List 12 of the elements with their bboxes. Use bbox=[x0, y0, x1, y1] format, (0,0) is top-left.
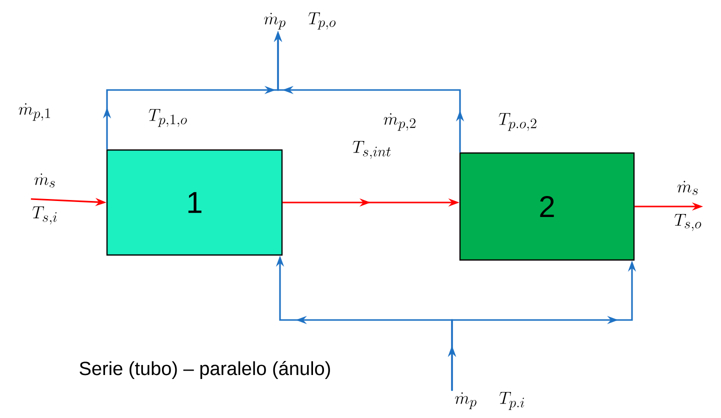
process-box: 1 bbox=[106, 149, 283, 256]
stream-label: $\dot{m}_{s}$ $T_{s,i}$ bbox=[32, 173, 57, 224]
flow-symbol: $\dot{m}_{p,1}$ bbox=[18, 103, 50, 121]
stream-label: $\dot{m}_{s}$ $T_{s,o}$ bbox=[674, 180, 702, 232]
stream-label: $\dot{m}_{p}$ $T_{p,o}$ bbox=[264, 12, 336, 30]
flow-symbol: $T_{p,1,o}$ bbox=[148, 109, 187, 127]
flow-symbol: $\dot{m}_{p,2}$ bbox=[384, 113, 416, 131]
stream-label: $\dot{m}_{p}$ $T_{p.i}$ bbox=[455, 392, 524, 410]
flow-symbol: $T_{s,int}$ bbox=[352, 141, 391, 160]
flow-symbol: $T_{p.o,2}$ bbox=[498, 113, 536, 131]
process-box: 2 bbox=[459, 152, 635, 261]
caption-text: Serie (tubo) – paralelo (ánulo) bbox=[80, 361, 330, 379]
